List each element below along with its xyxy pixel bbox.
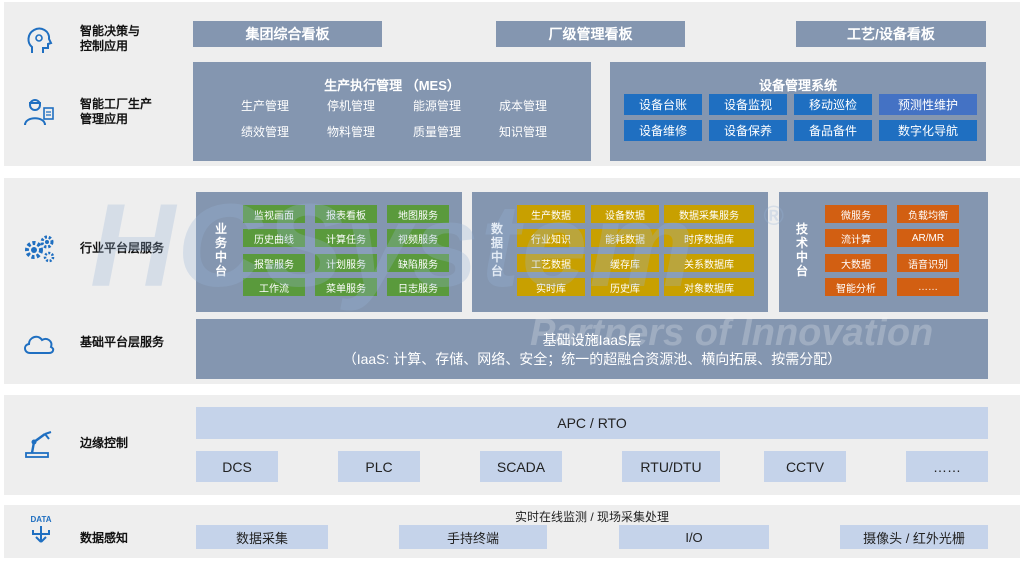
business-item: 计划服务 [315,254,377,272]
data-item: 能耗数据 [591,229,659,247]
data-item: 数据采集服务 [664,205,754,223]
cloud-icon [22,326,56,360]
tech-item: 微服务 [825,205,887,223]
business-item: 监视画面 [243,205,305,223]
equipment-item: 设备保养 [709,120,787,141]
data-item: 工艺数据 [517,254,585,272]
equipment-item: 设备维修 [624,120,702,141]
business-item: 视频服务 [387,229,449,247]
sensing-item: 手持终端 [399,525,547,549]
equipment-item: 设备台账 [624,94,702,115]
business-item: 工作流 [243,278,305,296]
edge-item: …… [906,451,988,482]
tech-item: 大数据 [825,254,887,272]
equipment-item: 设备监视 [709,94,787,115]
apc-rto-bar: APC / RTO [196,407,988,439]
tech-title: 技术中台 [795,222,808,278]
engineer-icon [22,94,56,128]
business-item: 历史曲线 [243,229,305,247]
infra-label: 基础平台层服务 [80,335,165,349]
sensing-item: 摄像头 / 红外光栅 [840,525,988,549]
tech-item: 智能分析 [825,278,887,296]
edge-item: SCADA [480,451,562,482]
mes-item: 质量管理 [412,125,461,139]
business-item: 菜单服务 [315,278,377,296]
business-item: 报警服务 [243,254,305,272]
decision-label: 智能决策与控制应用 [80,24,141,53]
data-item: 生产数据 [517,205,585,223]
board-factory: 厂级管理看板 [496,21,685,47]
board-group: 集团综合看板 [193,21,382,47]
business-item: 缺陷服务 [387,254,449,272]
data-title: 数据中台 [490,222,503,278]
data-item: 对象数据库 [664,278,754,296]
iaas-panel [196,319,988,379]
business-item: 地图服务 [387,205,449,223]
sensing-caption: 实时在线监测 / 现场采集处理 [514,510,669,524]
tech-item: …… [897,278,959,296]
data-item: 时序数据库 [664,229,754,247]
head-icon [22,24,56,58]
iaas-subtitle: （IaaS: 计算、存储、网络、安全；统一的超融合资源池、横向拓展、按需分配） [342,351,842,367]
data-item: 行业知识 [517,229,585,247]
mes-item: 物料管理 [326,125,375,139]
equipment-title: 设备管理系统 [758,78,837,93]
iaas-title: 基础设施IaaS层 [542,332,642,348]
tech-item: 语音识别 [897,254,959,272]
industry-label: 行业平台层服务 [80,241,165,255]
mes-item: 知识管理 [498,125,547,139]
factory-label: 智能工厂生产管理应用 [80,97,153,126]
data-item: 实时库 [517,278,585,296]
mes-item: 生产管理 [240,99,289,113]
business-item: 报表看板 [315,205,377,223]
tech-item: 负载均衡 [897,205,959,223]
sensing-item: I/O [619,525,769,549]
mes-item: 停机管理 [326,99,375,113]
equipment-item: 数字化导航 [879,120,977,141]
edge-item: PLC [338,451,420,482]
tech-item: 流计算 [825,229,887,247]
gears-icon [22,232,56,266]
business-title: 业务中台 [214,222,227,278]
mes-item: 绩效管理 [240,125,289,139]
edge-item: RTU/DTU [622,451,720,482]
mes-title: 生产执行管理 （MES） [324,78,460,93]
edge-item: DCS [196,451,278,482]
equipment-item: 移动巡检 [794,94,872,115]
board-process-equipment: 工艺/设备看板 [796,21,986,47]
data-item: 缓存库 [591,254,659,272]
edge-item: CCTV [764,451,846,482]
data-item: 历史库 [591,278,659,296]
equipment-item: 备品备件 [794,120,872,141]
robot-arm-icon [22,425,56,459]
sensing-label: 数据感知 [80,531,129,545]
data-icon-text: DATA [30,514,52,524]
data-item: 关系数据库 [664,254,754,272]
edge-label: 边缘控制 [80,436,129,450]
business-item: 计算任务 [315,229,377,247]
mes-item: 成本管理 [498,99,547,113]
mes-panel [193,62,591,161]
sensing-item: 数据采集 [196,525,328,549]
business-item: 日志服务 [387,278,449,296]
data-item: 设备数据 [591,205,659,223]
data-icon: DATA [24,512,58,546]
tech-item: AR/MR [897,229,959,247]
equipment-item: 预测性维护 [879,94,977,115]
mes-item: 能源管理 [412,99,461,113]
